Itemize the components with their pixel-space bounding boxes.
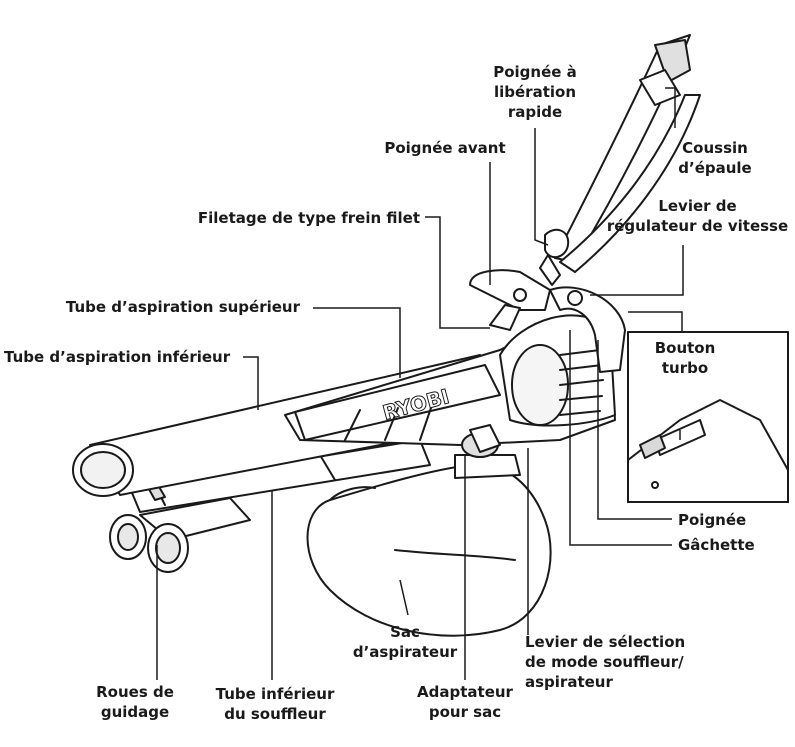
label-trigger: Gâchette [678, 536, 755, 554]
turbo-inset [627, 331, 789, 503]
shoulder-strap [539, 34, 701, 286]
label-front-handle: Poignée avant [384, 139, 506, 157]
leader-handle [597, 340, 672, 520]
label-turbo-button: Bouton turbo [654, 339, 716, 377]
front-handle [469, 269, 551, 331]
leader-speed-lever [590, 245, 684, 296]
label-speed-lever: Levier de régulateur de vitesse [606, 197, 789, 235]
leader-quick-release [534, 128, 549, 246]
guide-wheels [109, 497, 251, 573]
label-guide-wheels: Roues de guidage [96, 683, 174, 721]
leader-bag [399, 579, 409, 616]
leader-lines [156, 87, 684, 680]
label-thread-lock: Filetage de type frein filet [197, 209, 420, 227]
label-bag-adapter: Adaptateur pour sac [417, 683, 513, 721]
label-quick-release: Poignée à libération rapide [493, 63, 577, 121]
leader-turbo [628, 311, 683, 332]
motor-housing [284, 314, 616, 446]
leader-upper-tube [313, 307, 401, 378]
label-lower-tube: Tube d’aspiration inférieur [4, 348, 231, 366]
label-bag: Sac d’aspirateur [352, 623, 458, 661]
vacuum-bag [306, 454, 552, 637]
leader-lower-tube [243, 356, 259, 410]
label-blower-tube: Tube inférieur du souffleur [215, 685, 335, 723]
rear-handle [549, 286, 626, 373]
leader-trigger [569, 330, 672, 546]
label-upper-tube: Tube d’aspiration supérieur [65, 298, 300, 316]
label-shoulder-pad: Coussin d’épaule [678, 139, 752, 177]
leader-shoulder-pad [665, 87, 676, 128]
leader-thread-lock [425, 216, 490, 329]
label-handle: Poignée [678, 511, 747, 529]
label-mode-lever: Levier de sélection de mode souffleur/ a… [525, 633, 686, 691]
mode-lever [461, 424, 501, 458]
